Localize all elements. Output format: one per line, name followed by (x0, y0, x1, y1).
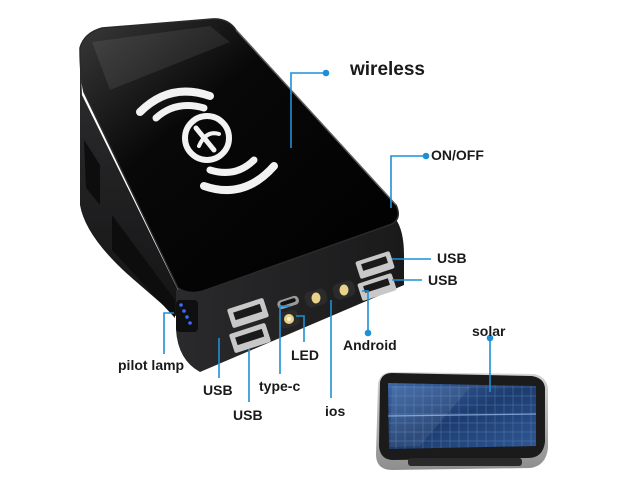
wireless-charging-icon (136, 87, 278, 195)
label-solar: solar (472, 323, 506, 339)
pilot-lamp-leds (176, 300, 198, 332)
label-pilot-lamp: pilot lamp (118, 357, 185, 373)
label-type-c: type-c (259, 378, 301, 394)
android-port-light (332, 280, 356, 300)
side-face (80, 48, 178, 318)
led-flashlight (278, 309, 300, 329)
top-glass (79, 18, 399, 294)
label-led: LED (291, 347, 319, 363)
power-bank (79, 18, 404, 372)
label-usb-top-2: USB (428, 272, 458, 288)
callout-lines (163, 69, 494, 402)
label-usb-left-2: USB (233, 407, 263, 423)
side-rubber-strip-lower (112, 215, 175, 318)
label-ios: ios (325, 403, 346, 419)
solar-panel-back (376, 372, 548, 470)
solar-glare (390, 386, 470, 447)
usb-port-right-upper (355, 251, 395, 279)
label-android: Android (343, 337, 397, 353)
side-rubber-strip (84, 140, 100, 205)
glass-edge-highlight (235, 29, 397, 206)
usb-port-left-lower (229, 323, 271, 353)
label-on-off: ON/OFF (431, 147, 484, 163)
usb-port-left-upper (227, 298, 269, 328)
label-wireless: wireless (350, 59, 425, 80)
ios-port (304, 288, 328, 308)
label-usb-top-1: USB (437, 250, 467, 266)
label-usb-left-1: USB (203, 382, 233, 398)
solar-bottom-slot (408, 458, 522, 466)
glass-highlight (92, 26, 230, 90)
